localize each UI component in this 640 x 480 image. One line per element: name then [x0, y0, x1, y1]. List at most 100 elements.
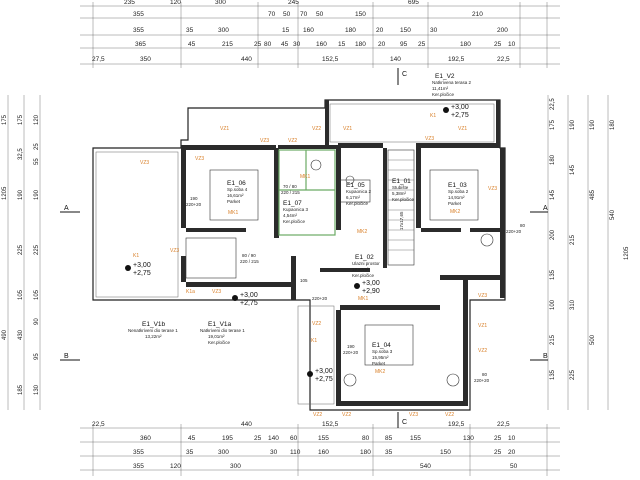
room-floor: Ker.pločice — [283, 219, 306, 224]
level-top: +3,00 — [240, 292, 258, 299]
tag: VZ3 — [478, 293, 487, 299]
right-dim-a2: 175 — [550, 119, 556, 130]
level-mark: +3,00 +2,75 — [307, 368, 333, 383]
tag: VZ3 — [488, 186, 497, 192]
bottom-dim-2b: 45 — [188, 435, 196, 442]
terrace-hatching — [95, 103, 495, 405]
left-dim-o1: 175 — [2, 114, 8, 125]
right-dimension-lines: 22,5 175 180 145 200 135 100 215 135 190… — [547, 95, 630, 410]
right-dim-d2: 540 — [610, 209, 616, 220]
top-dim-5a: 27,5 — [92, 56, 105, 63]
tag: K1 — [430, 113, 436, 119]
section-a-right: A — [530, 205, 548, 213]
section-b-left: B — [60, 353, 80, 361]
top-dim-4b: 45 — [188, 41, 196, 48]
right-dim-d1: 180 — [610, 119, 616, 130]
bottom-dim-2l: 25 — [494, 435, 502, 442]
bottom-dim-3f: 160 — [318, 449, 329, 456]
level-top: +3,00 — [362, 280, 380, 287]
tag: K1 — [311, 338, 317, 344]
bottom-dim-2j: 155 — [410, 435, 421, 442]
top-dim-3g: 20 — [376, 27, 384, 34]
opening-8b: 220+20 — [474, 378, 490, 383]
bottom-dim-4e: 50 — [510, 463, 518, 470]
top-dim-3c: 300 — [218, 27, 229, 34]
stairs-label: 17x17,65 — [399, 211, 404, 230]
bottom-dim-2g: 155 — [318, 435, 329, 442]
top-dim-4e: 80 — [264, 41, 272, 48]
left-dim-b6: 105 — [34, 289, 40, 300]
left-dim-b7: 90 — [34, 318, 40, 325]
opening-3: 80 / 90 — [242, 253, 256, 258]
bottom-dim-3b: 35 — [186, 449, 194, 456]
bottom-dim-3a: 355 — [133, 449, 144, 456]
section-letter: A — [543, 205, 548, 212]
tag: VZ2 — [445, 412, 454, 418]
opening-8: 80 — [482, 372, 488, 377]
room-label-03: E1_03 Sp.soba 2 14,91m² Parket — [448, 182, 469, 206]
top-dim-4p: 10 — [508, 41, 516, 48]
top-dim-2g: 210 — [472, 11, 483, 18]
opening-1b: 220 / 215 — [281, 190, 300, 195]
room-id: E1_04 — [372, 342, 391, 349]
right-dim-b3: 215 — [570, 234, 576, 245]
bottom-dim-3c: 300 — [218, 449, 229, 456]
right-dim-b2: 145 — [570, 164, 576, 175]
tag: K1a — [186, 289, 195, 295]
top-dim-5b: 350 — [140, 56, 151, 63]
section-b-right: B — [530, 353, 548, 361]
furniture — [185, 159, 494, 387]
opening-4b: 220+20 — [312, 296, 328, 301]
bottom-dim-3i: 150 — [440, 449, 451, 456]
top-dim-3f: 180 — [345, 27, 356, 34]
room-label-02: E1_02 Ulazni prostor 12,87m² Ker.pločice — [352, 254, 380, 278]
room-name: Ulazni prostor — [352, 261, 380, 266]
top-dim-4d: 25 — [254, 41, 262, 48]
room-id: E1_05 — [346, 182, 365, 189]
tag: VZ1 — [458, 126, 467, 132]
room-id: E1_02 — [355, 254, 374, 261]
left-dim-b5: 225 — [34, 244, 40, 255]
tag: VZ2 — [478, 348, 487, 354]
right-dim-c1: 190 — [590, 119, 596, 130]
section-letter: C — [402, 419, 407, 426]
left-dim-a4: 225 — [18, 244, 24, 255]
bottom-dim-4a: 355 — [133, 463, 144, 470]
top-dim-4f: 45 — [281, 41, 289, 48]
top-dim-3h: 150 — [400, 27, 411, 34]
right-dim-a4: 145 — [550, 189, 556, 200]
right-dim-a8: 215 — [550, 334, 556, 345]
opening-1: 70 / 80 — [283, 184, 297, 189]
tag: K1 — [133, 253, 139, 259]
left-dimension-lines: 175 1205 490 175 32,5 190 225 105 430 18… — [2, 95, 41, 410]
top-dim-3d: 15 — [282, 27, 290, 34]
right-dim-b1: 190 — [570, 119, 576, 130]
bottom-dim-4d: 540 — [420, 463, 431, 470]
bottom-dim-1d: 192,5 — [448, 421, 465, 428]
level-bottom: +2,75 — [133, 270, 151, 277]
right-dim-c2: 485 — [590, 189, 596, 200]
top-dim-2a: 355 — [133, 11, 144, 18]
left-dim-a3: 190 — [18, 189, 24, 200]
opening-4: 105 — [300, 278, 308, 283]
tag: MK2 — [357, 229, 368, 235]
top-dim-4m: 25 — [418, 41, 426, 48]
left-dim-b9: 130 — [34, 384, 40, 395]
tag: VZ2 — [312, 126, 321, 132]
room-area: 5,38m² — [392, 191, 407, 196]
bottom-dim-2i: 85 — [385, 435, 393, 442]
section-c-top: C — [397, 68, 407, 85]
left-dim-a2: 32,5 — [18, 148, 24, 160]
right-dim-b4: 310 — [570, 299, 576, 310]
left-dim-o2: 1205 — [2, 186, 8, 200]
right-dim-a9: 135 — [550, 369, 556, 380]
bottom-dim-2k: 130 — [463, 435, 474, 442]
top-dim-2d: 70 — [300, 11, 308, 18]
room-floor: Parket — [227, 199, 241, 204]
tag: VZ2 — [342, 412, 351, 418]
top-dim-4k: 20 — [378, 41, 386, 48]
tag: VZ3 — [212, 289, 221, 295]
tag: VZ1 — [220, 126, 229, 132]
opening-dims: 70 / 80 220 / 215 80 / 90 220 / 215 105 … — [186, 184, 526, 383]
